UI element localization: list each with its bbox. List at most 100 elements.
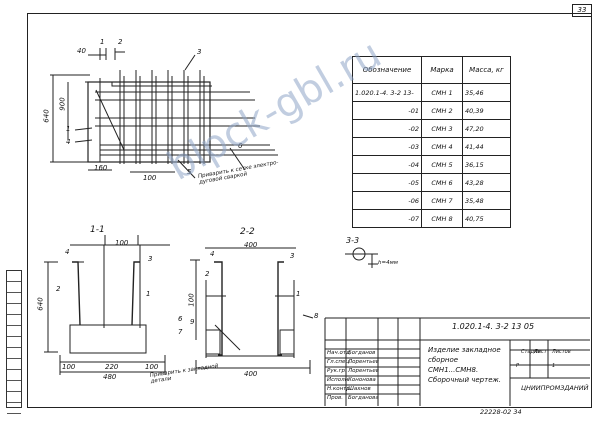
table-row: -04 СМН 5 36,15	[352, 155, 511, 174]
title-block-stage-label: Стадия	[521, 349, 541, 355]
table-row: -01 СМН 2 40,39	[352, 101, 511, 120]
table-row: -02 СМН 3 47,20	[352, 119, 511, 138]
document-code: 1.020.1-4. 3-2 13 05	[452, 322, 535, 331]
cell-designation: 1.020.1-4. 3-2 13-	[352, 83, 422, 102]
specification-table: Обозначение Марка Масса, кг 1.020.1-4. 3…	[352, 56, 511, 228]
dim-100-a: 100	[143, 174, 157, 182]
dim-480: 480	[103, 373, 117, 381]
cell-mass: 40,39	[462, 101, 511, 120]
callout-8: 8	[314, 312, 319, 320]
dim-100-c: 100	[62, 363, 76, 371]
dim-100-d: 100	[145, 363, 159, 371]
dim-900: 900	[58, 97, 67, 111]
staff-name: Лорентьев	[348, 359, 380, 365]
cell-mark: СМН 6	[421, 173, 463, 192]
callout-3-top: 3	[197, 48, 202, 56]
header-mass: Масса, кг	[462, 56, 511, 84]
cell-mass: 40,75	[462, 209, 511, 228]
cell-mark: СМН 8	[421, 209, 463, 228]
staff-role: Рук.гр.	[327, 368, 347, 374]
drawing-frame	[27, 13, 592, 408]
staff-role: Пров.	[327, 395, 343, 401]
callout-1-s2: 1	[296, 290, 301, 298]
staff-role: Исполн.	[327, 377, 350, 383]
dim-640: 640	[42, 109, 51, 123]
dim-160: 160	[94, 164, 108, 172]
cell-designation: -02	[352, 119, 422, 138]
callout-4-left: 4	[66, 138, 71, 146]
organization-name: ЦНИИПРОМЗДАНИЙ	[521, 384, 589, 392]
cell-mass: 43,28	[462, 173, 511, 192]
cell-designation: -03	[352, 137, 422, 156]
cell-mark: СМН 5	[421, 155, 463, 174]
side-stamp-strip	[6, 270, 22, 414]
cell-mark: СМН 2	[421, 101, 463, 120]
callout-5: 5	[187, 168, 192, 176]
table-row: 1.020.1-4. 3-2 13- СМН 1 35,46	[352, 83, 511, 102]
dim-640-b: 640	[36, 297, 45, 311]
cell-mark: СМН 7	[421, 191, 463, 210]
table-row: -05 СМН 6 43,28	[352, 173, 511, 192]
staff-name: Кононова	[348, 377, 376, 383]
cell-designation: -05	[352, 173, 422, 192]
callout-6: 6	[238, 142, 243, 150]
staff-name: Богданова	[348, 395, 379, 401]
cell-mass: 41,44	[462, 137, 511, 156]
cell-designation: -07	[352, 209, 422, 228]
table-row: -07 СМН 8 40,75	[352, 209, 511, 228]
callout-2-s2: 2	[205, 270, 210, 278]
header-mark: Марка	[421, 56, 463, 84]
staff-name: Шахнов	[348, 386, 371, 392]
dim-220: 220	[105, 363, 119, 371]
staff-name: Богданов	[348, 350, 376, 356]
dim-400-b: 400	[244, 370, 258, 378]
dim-100-b: 100	[115, 239, 129, 247]
title-block-sheet-label: Лист	[534, 349, 547, 355]
section-3-3-label: 3-3	[346, 236, 360, 245]
cell-designation: -01	[352, 101, 422, 120]
section-2-2-label: 2-2	[240, 227, 255, 237]
cell-mass: 36,15	[462, 155, 511, 174]
callout-1-top: 1	[100, 38, 105, 46]
header-designation: Обозначение	[352, 56, 422, 84]
sheet-value: 1	[552, 363, 556, 369]
callout-4-s2: 4	[210, 250, 215, 258]
cell-mark: СМН 1	[421, 83, 463, 102]
spec-header-row: Обозначение Марка Масса, кг	[352, 56, 511, 84]
cell-mass: 35,46	[462, 83, 511, 102]
dim-40: 40	[77, 47, 86, 55]
section-1-1-label: 1-1	[90, 225, 105, 235]
page-number: 33	[572, 4, 592, 17]
table-row: -03 СМН 4 41,44	[352, 137, 511, 156]
callout-1-s1: 1	[146, 290, 151, 298]
dim-400-a: 400	[244, 241, 258, 249]
staff-role: Гл.спец.	[327, 359, 351, 365]
callout-6-s2: 6	[178, 315, 183, 323]
table-row: -06 СМН 7 35,48	[352, 191, 511, 210]
staff-role: Н.контр.	[327, 386, 352, 392]
cell-designation: -04	[352, 155, 422, 174]
callout-1-left: 1	[66, 125, 71, 133]
document-description: Изделие закладное сборное СМН1...СМН8. С…	[428, 346, 502, 384]
archive-code: 22228-02 34	[480, 408, 522, 416]
callout-3-s1: 3	[148, 255, 153, 263]
callout-7: 7	[178, 328, 183, 336]
callout-4-s1: 4	[65, 248, 70, 256]
staff-name: Лорентьев	[348, 368, 380, 374]
callout-9: 9	[190, 318, 195, 326]
cell-mark: СМН 3	[421, 119, 463, 138]
callout-2-s1: 2	[56, 285, 61, 293]
cell-mass: 47,20	[462, 119, 511, 138]
dim-100-e: 100	[187, 293, 196, 307]
dim-h-4mm: h=4мм	[378, 260, 398, 266]
callout-2-top: 2	[118, 38, 123, 46]
callout-3-s2: 3	[290, 252, 295, 260]
cell-mass: 35,48	[462, 191, 511, 210]
stage-value: Р	[516, 363, 520, 369]
title-block-sheets-label: Листов	[552, 349, 571, 355]
cell-mark: СМН 4	[421, 137, 463, 156]
staff-role: Нач.отд	[327, 350, 350, 356]
cell-designation: -06	[352, 191, 422, 210]
